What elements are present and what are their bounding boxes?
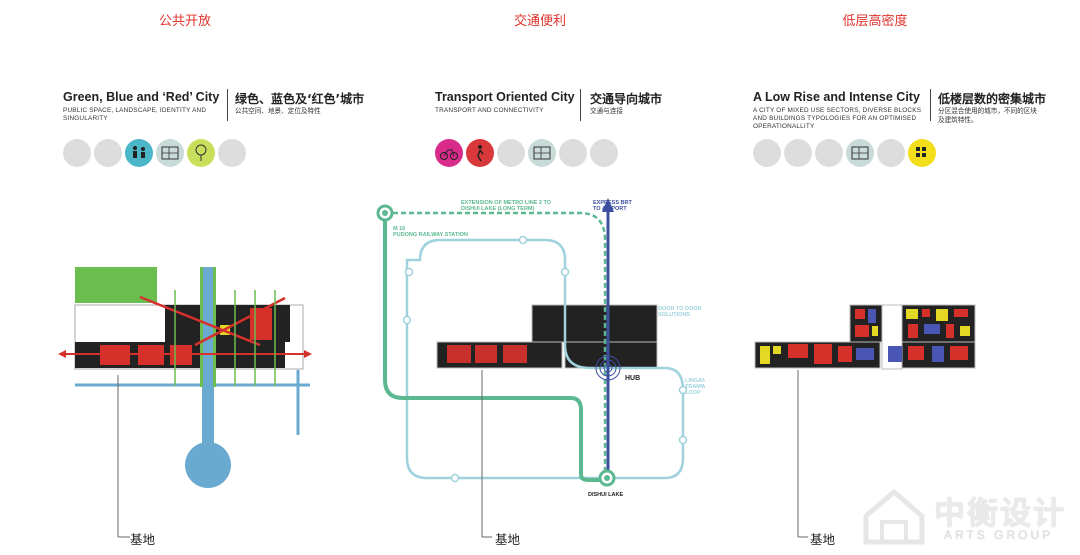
blue-lake bbox=[185, 442, 231, 488]
blank-icon bbox=[63, 139, 91, 167]
panel-chinese-title: 低楼层数的密集城市 bbox=[938, 92, 1047, 106]
panel-chinese-title: 绿色、蓝色及‘红色’城市 bbox=[235, 92, 365, 106]
red-diagonal bbox=[139, 295, 261, 347]
metro-label-line1: EXTENSION OF METRO LINE 2 TO bbox=[461, 200, 552, 206]
walk-icon bbox=[466, 139, 494, 167]
section-title: 公共开放 bbox=[158, 14, 211, 29]
green-corridor bbox=[200, 267, 203, 387]
section-title: 交通便利 bbox=[513, 14, 566, 29]
house-logo-icon bbox=[863, 488, 925, 545]
section-title: 低层高密度 bbox=[842, 14, 908, 29]
map-icon bbox=[156, 139, 184, 167]
transport-diagram: EXTENSION OF METRO LINE 2 TO DISHUI LAKE… bbox=[376, 198, 705, 538]
red-lot bbox=[447, 345, 471, 363]
map-icon bbox=[846, 139, 874, 167]
brt-label: EXPRESS BRT TO AIRPORT bbox=[593, 200, 633, 212]
metro-extension-label: EXTENSION OF METRO LINE 2 TO DISHUI LAKE… bbox=[461, 200, 553, 212]
red-arrowhead bbox=[304, 350, 312, 358]
hub-label: HUB bbox=[625, 375, 640, 382]
panel-green-blue-red: 公共开放 Green, Blue and ‘Red’ City PUBLIC S… bbox=[20, 0, 364, 555]
blank-icon bbox=[815, 139, 843, 167]
site-label: 基地 bbox=[810, 532, 836, 547]
red-lot bbox=[475, 345, 497, 363]
panel-chinese-subtitle: 公共空间、地景、定位及特性 bbox=[235, 107, 321, 115]
panel-english-subtitle: TRANSPORT AND CONNECTIVITY bbox=[435, 107, 544, 114]
logo-chinese-text: 中衡设计 bbox=[934, 496, 1066, 532]
lingang-label: LINGANG TRAMWAY LOOP bbox=[685, 378, 705, 396]
red-public-space bbox=[250, 308, 272, 340]
dishui-label: DISHUI LAKE bbox=[588, 492, 623, 498]
green-blue-red-diagram bbox=[58, 267, 312, 538]
metro-line bbox=[383, 213, 605, 482]
tree-icon bbox=[187, 139, 215, 167]
metro-label-line2: DISHUI LAKE (LONG TERM) bbox=[461, 206, 534, 212]
panel-chinese-subtitle: 分区混合使用的城市，不同的区块及建筑特性。 bbox=[938, 107, 1037, 124]
theme-icon-row bbox=[63, 139, 246, 167]
dishui-station-inner bbox=[604, 475, 610, 481]
panel-low-rise: 低层高密度 A Low Rise and Intense City A CITY… bbox=[710, 0, 1046, 555]
panel-english-title: A Low Rise and Intense City bbox=[753, 90, 920, 104]
door-label: DOOR TO DOOR SOLUTIONS bbox=[658, 306, 703, 318]
blank-icon bbox=[753, 139, 781, 167]
blank-icon bbox=[877, 139, 905, 167]
hub-rings bbox=[595, 355, 621, 381]
arts-group-logo: 中衡设计 ARTS GROUP bbox=[862, 486, 1072, 548]
panel-transport: 交通便利 Transport Oriented City TRANSPORT A… bbox=[375, 0, 705, 555]
grid-icon bbox=[908, 139, 936, 167]
panel-chinese-subtitle: 交通与连接 bbox=[590, 107, 623, 115]
title-divider bbox=[227, 89, 228, 121]
tram-stops bbox=[402, 235, 688, 483]
people-icon bbox=[125, 139, 153, 167]
brt-arrowhead bbox=[602, 198, 614, 212]
title-divider bbox=[930, 89, 931, 121]
low-rise-diagram bbox=[754, 304, 976, 538]
mixed-use-pattern bbox=[760, 309, 970, 364]
theme-icon-row bbox=[435, 139, 618, 167]
panel-english-title: Transport Oriented City bbox=[435, 90, 575, 104]
m16-station-inner bbox=[382, 210, 388, 216]
logo-english-text: ARTS GROUP bbox=[944, 528, 1054, 542]
panel-english-subtitle: PUBLIC SPACE, LANDSCAPE, IDENTITY AND SI… bbox=[63, 107, 207, 122]
bike-icon bbox=[435, 139, 463, 167]
metro-extension bbox=[385, 211, 607, 478]
map-icon bbox=[528, 139, 556, 167]
red-lot bbox=[503, 345, 527, 363]
blank-icon bbox=[559, 139, 587, 167]
building-block bbox=[531, 304, 658, 343]
panel-english-subtitle: A CITY OF MIXED USE SECTORS, DIVERSE BLO… bbox=[753, 107, 922, 130]
blank-icon bbox=[590, 139, 618, 167]
theme-icon-row bbox=[753, 139, 936, 167]
site-label: 基地 bbox=[495, 532, 521, 547]
m16-label: M 16 PUDONG RAILWAY STATION bbox=[393, 226, 468, 238]
site-label: 基地 bbox=[130, 532, 156, 547]
title-divider bbox=[580, 89, 581, 121]
blue-canal bbox=[202, 267, 214, 447]
panel-english-title: Green, Blue and ‘Red’ City bbox=[63, 90, 220, 104]
red-diagonal bbox=[194, 296, 286, 347]
green-arrows bbox=[174, 290, 276, 386]
building-block bbox=[564, 341, 658, 369]
tramway-loop bbox=[405, 238, 685, 480]
blank-icon bbox=[94, 139, 122, 167]
red-arrowhead bbox=[58, 350, 66, 358]
blank-icon bbox=[784, 139, 812, 167]
blank-icon bbox=[218, 139, 246, 167]
panel-chinese-title: 交通导向城市 bbox=[590, 92, 663, 106]
blank-icon bbox=[497, 139, 525, 167]
